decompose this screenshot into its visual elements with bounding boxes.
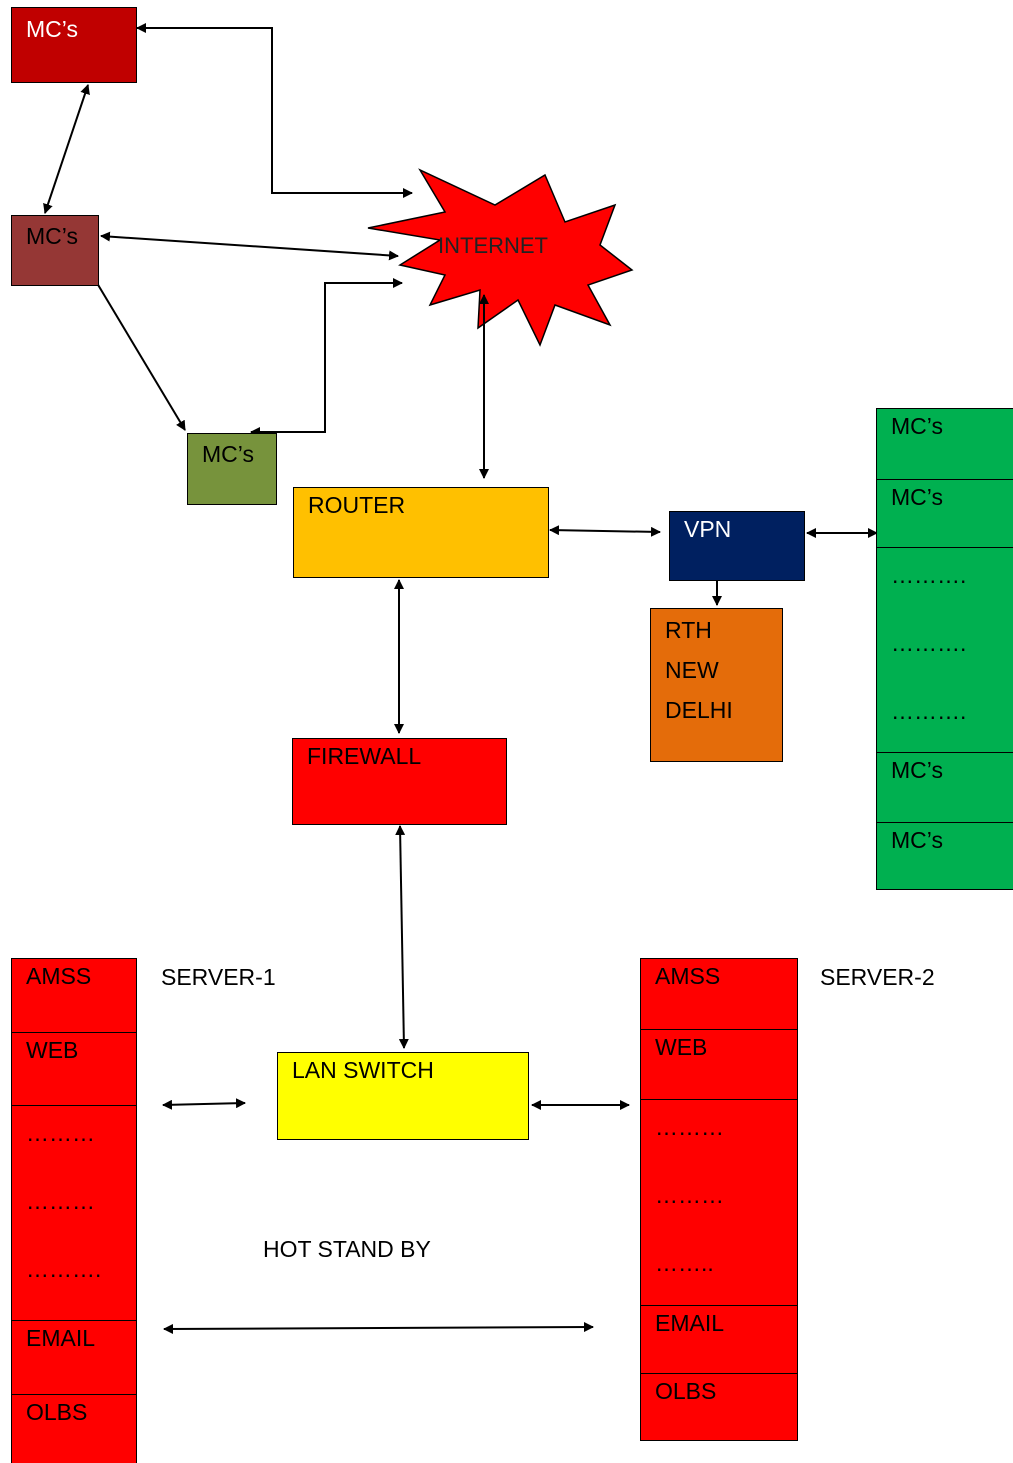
server1-cell: OLBS bbox=[12, 1394, 136, 1463]
mc-node-mid-label: MC’s bbox=[26, 223, 78, 249]
internet-label: INTERNET bbox=[438, 233, 548, 258]
rth-line-3: DELHI bbox=[665, 697, 733, 723]
arrow-mctop-mcmid bbox=[43, 84, 90, 214]
lan-switch-label: LAN SWITCH bbox=[292, 1057, 434, 1083]
mc-stack-cell: MC’s bbox=[877, 479, 1013, 547]
server1-title: SERVER-1 bbox=[161, 964, 276, 990]
server2-cell-ellipsis-group: ……… ……… …….. bbox=[641, 1099, 797, 1305]
mc-node-mid: MC’s bbox=[11, 215, 99, 286]
mc-node-low-label: MC’s bbox=[202, 441, 254, 467]
arrow-router-vpn bbox=[549, 525, 661, 537]
vpn-label: VPN bbox=[684, 516, 732, 542]
hot-standby-label: HOT STAND BY bbox=[263, 1236, 431, 1262]
router-box: ROUTER bbox=[293, 487, 549, 578]
arrow-server1-lanswitch bbox=[162, 1098, 246, 1110]
server1-stack: AMSS WEB ……… ……… ………. EMAIL OLBS bbox=[11, 958, 137, 1463]
mc-node-top: MC’s bbox=[11, 7, 137, 83]
mc-node-top-label: MC’s bbox=[26, 16, 78, 42]
mc-stack-cell: MC’s bbox=[891, 413, 943, 439]
server2-cell: EMAIL bbox=[641, 1305, 797, 1373]
server2-stack: AMSS WEB ……… ……… …….. EMAIL OLBS bbox=[640, 958, 798, 1441]
mc-stack-cell: MC’s bbox=[877, 822, 1013, 891]
mc-stack-cell-ellipsis-group: ………. ………. ………. bbox=[877, 547, 1013, 752]
server1-cell: AMSS bbox=[26, 963, 92, 989]
arrow-mclow-internet bbox=[250, 278, 403, 437]
arrow-hot-standby bbox=[163, 1322, 594, 1334]
firewall-label: FIREWALL bbox=[307, 743, 422, 769]
firewall-box: FIREWALL bbox=[292, 738, 507, 825]
arrow-mctop-internet bbox=[136, 23, 413, 198]
router-label: ROUTER bbox=[308, 492, 406, 518]
server1-cell-ellipsis-group: ……… ……… ………. bbox=[12, 1105, 136, 1320]
server2-cell: OLBS bbox=[641, 1373, 797, 1442]
mc-stack: MC’s MC’s ………. ………. ………. MC’s MC’s bbox=[876, 408, 1013, 890]
server2-cell: WEB bbox=[641, 1029, 797, 1099]
arrow-mcmid-internet bbox=[100, 231, 399, 261]
vpn-box: VPN bbox=[669, 511, 805, 581]
arrow-firewall-lanswitch bbox=[395, 825, 409, 1049]
server1-cell: WEB bbox=[12, 1032, 136, 1105]
server2-cell: AMSS bbox=[655, 963, 721, 989]
rth-box: RTH NEW DELHI bbox=[650, 608, 783, 762]
lan-switch-box: LAN SWITCH bbox=[277, 1052, 529, 1140]
server1-cell: EMAIL bbox=[12, 1320, 136, 1394]
internet-star-shape bbox=[367, 168, 634, 347]
server2-title: SERVER-2 bbox=[820, 964, 935, 990]
rth-line-2: NEW bbox=[665, 657, 719, 683]
mc-stack-cell: MC’s bbox=[877, 752, 1013, 822]
rth-line-1: RTH bbox=[665, 617, 712, 643]
mc-node-low: MC’s bbox=[187, 433, 277, 505]
